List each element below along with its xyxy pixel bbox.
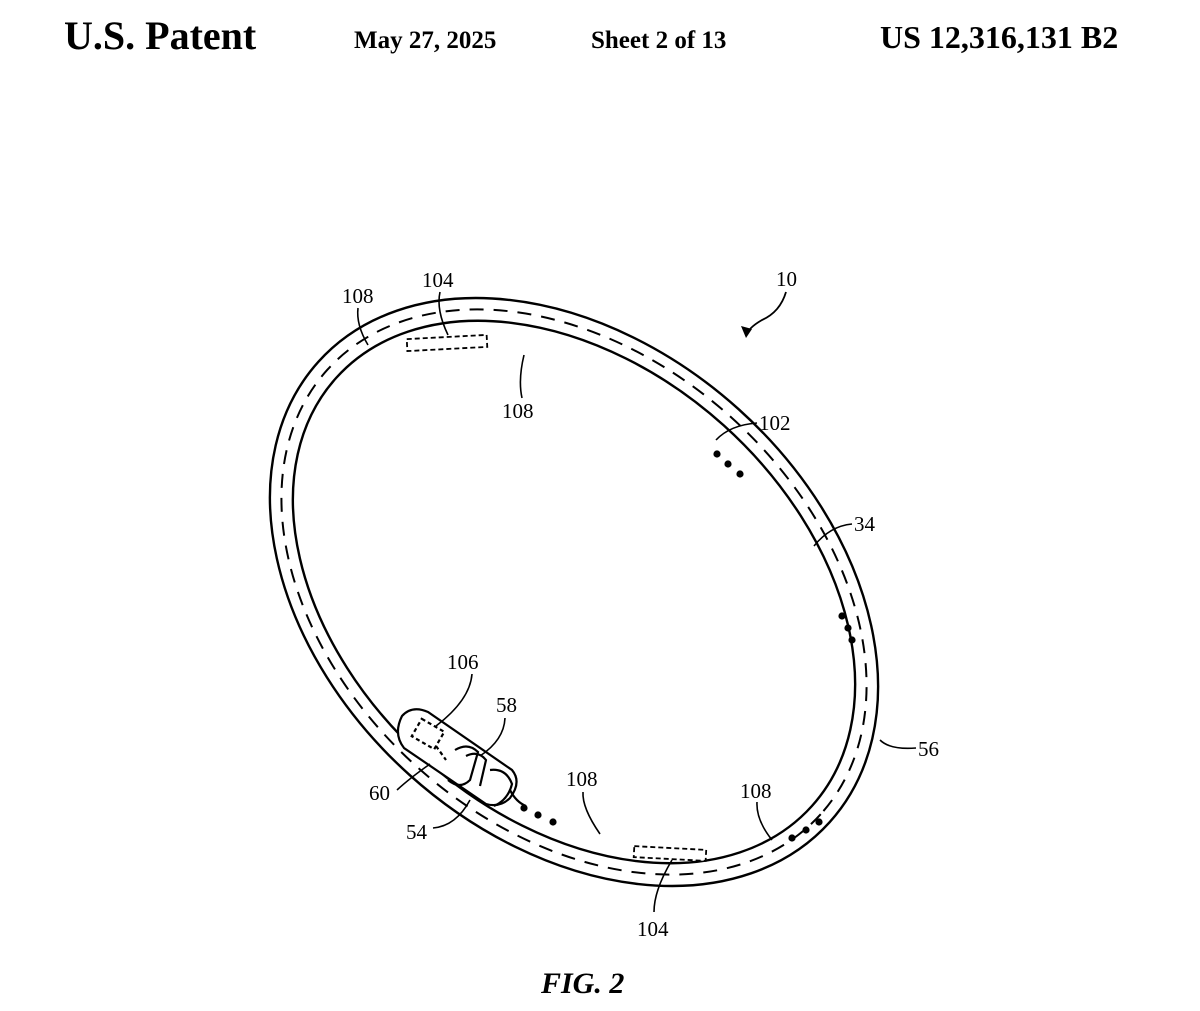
ref-label-34: 34 [854, 512, 876, 536]
ring-band [268, 296, 880, 888]
ref-label-58: 58 [496, 693, 517, 717]
ref-label-108: 108 [342, 284, 374, 308]
component-104-bottom [632, 845, 708, 862]
figure-caption: FIG. 2 [540, 967, 624, 1000]
ref-label-10: 10 [776, 267, 797, 291]
arrow-head-icon [741, 326, 752, 338]
patent-header-title: U.S. Patent [64, 13, 257, 58]
patent-date: May 27, 2025 [354, 27, 497, 54]
dashed-internal-line [280, 308, 868, 876]
clasp-connector [396, 708, 527, 808]
indicator-dots [520, 450, 856, 842]
device-arrow [745, 291, 787, 337]
ref-label-60: 60 [369, 781, 390, 805]
ring-outer-edge [268, 296, 880, 888]
ref-label-56: 56 [918, 737, 939, 761]
ref-label-108: 108 [502, 399, 534, 423]
component-104-top [405, 333, 489, 353]
sheet-number: Sheet 2 of 13 [591, 27, 727, 54]
ref-label-54: 54 [406, 820, 428, 844]
ref-label-108: 108 [740, 779, 772, 803]
leader-lines [356, 291, 917, 913]
ref-label-102: 102 [759, 411, 791, 435]
ref-label-108: 108 [566, 767, 598, 791]
patent-number: US 12,316,131 B2 [880, 19, 1119, 55]
ref-label-106: 106 [447, 650, 479, 674]
ref-label-104: 104 [422, 268, 454, 292]
ref-label-104: 104 [637, 917, 669, 941]
